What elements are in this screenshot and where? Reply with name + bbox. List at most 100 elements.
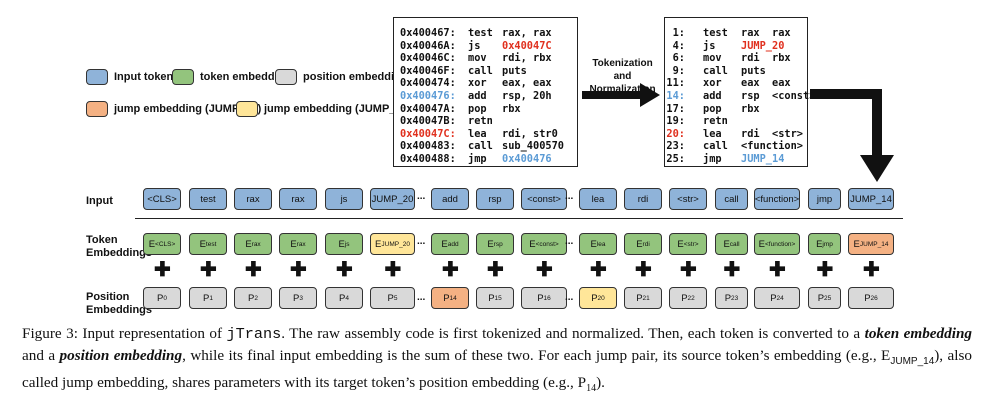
code-line-label: 0x400483:	[400, 140, 456, 153]
plus-icon: ✚	[680, 259, 697, 281]
code-line-label: 0x40046C:	[400, 52, 456, 65]
code-args: rdi, rbx	[502, 52, 552, 65]
input-token: rax	[234, 188, 272, 210]
embedding-symbol: E	[636, 238, 643, 250]
embedding-subscript: <str>	[683, 240, 699, 248]
bent-arrow-shape	[810, 89, 894, 182]
position-row-label: Position Embeddings	[86, 291, 152, 317]
caption-sub: 14	[586, 383, 597, 395]
code-op: pop	[703, 102, 722, 115]
position-subscript: 14	[449, 294, 457, 302]
code-args: <function>	[741, 140, 803, 153]
plus-icon: ✚	[635, 259, 652, 281]
plus-icon: ✚	[290, 259, 307, 281]
caption-text: ), also called jump embedding, shares pa…	[22, 347, 972, 392]
input-token: JUMP_20	[370, 188, 415, 210]
legend-label: Input token	[114, 71, 174, 83]
token-row-label: Token Embeddings	[86, 234, 152, 260]
ellipsis: ...	[417, 236, 426, 247]
plus-icon: ✚	[336, 259, 353, 281]
caption-text: ).	[596, 374, 605, 392]
plus-icon: ✚	[723, 259, 741, 281]
position-subscript: 25	[824, 294, 832, 302]
legend-jump-14: jump embedding (JUMP_14)	[86, 101, 261, 117]
position-subscript: 23	[731, 294, 739, 302]
legend-swatch-jump-20	[236, 101, 258, 117]
code-line-label: 9:	[672, 64, 685, 77]
embedding-symbol: E	[853, 238, 860, 250]
embedding-subscript: <function>	[764, 240, 796, 248]
position-subscript: 15	[494, 294, 502, 302]
label-line: Embeddings	[86, 247, 153, 259]
legend-swatch-jump-14	[86, 101, 108, 117]
code-args: 0x40047C	[502, 39, 552, 52]
plus-icon: ✚	[769, 259, 786, 281]
code-op: lea	[703, 127, 722, 140]
input-token: jmp	[808, 188, 841, 210]
code-line-label: 4:	[672, 39, 685, 52]
down-bent-arrow	[810, 89, 894, 182]
figure-caption: Figure 3: Input representation of jTrans…	[22, 323, 972, 399]
input-row-label: Input	[86, 195, 113, 207]
code-args: rbx	[502, 102, 521, 115]
code-op: add	[703, 90, 722, 102]
code-line-label: 19:	[666, 115, 685, 128]
legend-label: token embedding	[200, 71, 292, 83]
label-line: Embeddings	[86, 304, 153, 316]
position-symbol: P	[488, 292, 495, 304]
code-line-label: 11:	[666, 77, 685, 90]
plus-icon: ✚	[590, 259, 607, 281]
plus-icon: ✚	[816, 259, 834, 281]
code-args: rdi rbx	[741, 52, 791, 65]
position-symbol: P	[203, 292, 210, 304]
embedding-subscript: add	[447, 240, 459, 248]
legend-label: jump embedding (JUMP_20)	[264, 103, 412, 115]
position-symbol: P	[387, 292, 394, 304]
ellipsis: ...	[565, 292, 574, 303]
embedding-symbol: E	[487, 238, 494, 250]
position-symbol: P	[591, 292, 598, 304]
code-line-label: 14:	[666, 90, 685, 102]
token-embedding: E<CLS>	[143, 233, 181, 255]
code-op: pop	[468, 102, 487, 115]
embedding-symbol: E	[723, 238, 730, 250]
embedding-subscript: rdi	[642, 240, 650, 248]
code-op: retn	[468, 115, 493, 128]
embedding-symbol: E	[338, 238, 345, 250]
code-op: jmp	[468, 153, 487, 165]
position-symbol: P	[681, 292, 688, 304]
position-symbol: P	[864, 292, 871, 304]
code-line-label: 25:	[666, 153, 685, 165]
embedding-symbol: E	[758, 238, 765, 250]
code-args: rdi, str0	[502, 127, 558, 140]
input-token: <str>	[669, 188, 707, 210]
input-token: call	[715, 188, 748, 210]
embedding-subscript: test	[205, 240, 217, 248]
position-symbol: P	[157, 292, 164, 304]
code-args: eax, eax	[502, 77, 552, 90]
code-op: call	[468, 64, 493, 77]
embedding-subscript: call	[729, 240, 740, 248]
input-token: rsp	[476, 188, 514, 210]
plus-icon: ✚	[154, 259, 171, 281]
legend-position-embedding: position embedding	[275, 69, 408, 85]
position-subscript: 0	[163, 294, 167, 302]
label-line: Token	[86, 234, 118, 246]
code-line-label: 0x40047C:	[400, 127, 456, 140]
code-op: lea	[468, 127, 487, 140]
code-args: rsp <const>	[741, 90, 816, 102]
position-symbol: P	[636, 292, 643, 304]
plus-icon: ✚	[487, 259, 504, 281]
code-args: JUMP_20	[741, 39, 785, 52]
code-op: mov	[703, 52, 722, 65]
